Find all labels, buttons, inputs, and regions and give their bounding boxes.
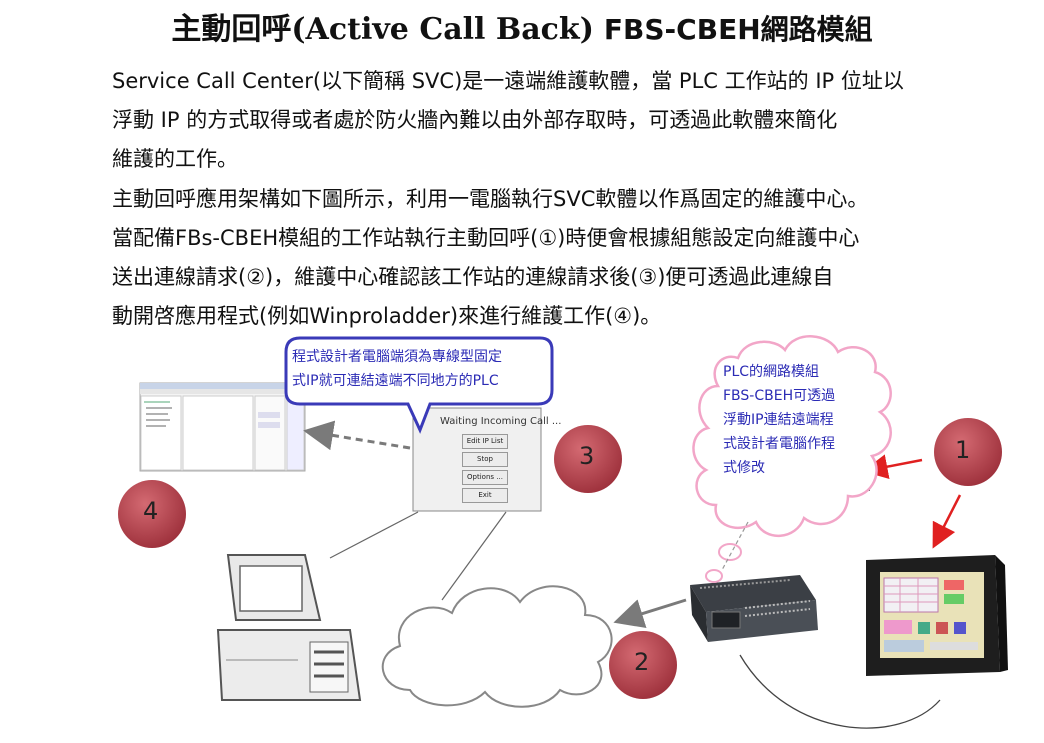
computer-icon [216,554,362,701]
text-line: 浮動 IP 的方式取得或者處於防火牆內難以由外部存取時，可透過此軟體來簡化 [112,108,838,132]
text-line: 主動回呼應用架構如下圖所示，利用一電腦執行SVC軟體以作爲固定的維護中心。 [112,187,869,211]
options-button[interactable]: Options ... [462,470,508,485]
step-label-1: 1 [955,436,971,464]
winproladder-screenshot [139,382,306,472]
architecture-paragraph: 主動回呼應用架構如下圖所示，利用一電腦執行SVC軟體以作爲固定的維護中心。 當配… [112,180,1022,336]
dialog-title: Waiting Incoming Call ... [440,416,562,427]
page-title: 主動回呼(Active Call Back) FBS-CBEH網路模組 [0,4,1044,48]
connector-line [441,511,507,601]
text-line: 式修改 [723,460,765,476]
text-line: PLC的網路模組 [723,364,820,380]
text-line: 式IP就可連結遠端不同地方的PLC [292,373,499,389]
plc-bubble-text: PLC的網路模組 FBS-CBEH可透過 浮動IP連結遠端程 式設計者電腦作程 … [723,360,863,480]
hmi-panel-icon [866,555,1008,676]
exit-button[interactable]: Exit [462,488,508,503]
step-circle-4 [118,480,186,548]
text-line: 當配備FBs-CBEH模組的工作站執行主動回呼(①)時便會根據組態設定向維護中心 [112,226,860,250]
stop-button[interactable]: Stop [462,452,508,467]
step-label-4: 4 [143,497,159,525]
step-label-3: 3 [579,442,595,470]
programmer-bubble-text: 程式設計者電腦端須為專線型固定 式IP就可連結遠端不同地方的PLC [292,345,542,393]
blue-speech-bubble [284,336,554,434]
plc-icon [690,575,818,642]
step-circle-1 [934,418,1002,486]
connector-curve [739,654,941,729]
arrow-plc-to-cloud [613,598,687,629]
title-part1: 主動回呼(Active Call Back) [171,12,594,47]
pink-thought-bubble [692,335,892,583]
step-circle-3 [554,425,622,493]
text-line: 程式設計者電腦端須為專線型固定 [292,349,502,365]
connector-line [329,511,419,559]
text-line: 維護的工作。 [112,147,238,171]
step-label-2: 2 [634,648,650,676]
text-line: 式設計者電腦作程 [723,436,835,452]
dashed-arrow-to-app [303,420,411,451]
title-part2: FBS-CBEH網路模組 [603,13,873,46]
text-line: 送出連線請求(②)，維護中心確認該工作站的連線請求後(③)便可透過此連線自 [112,265,834,289]
edit-ip-list-button[interactable]: Edit IP List [462,434,508,449]
red-arrow-to-hmi [932,494,962,549]
text-line: FBS-CBEH可透過 [723,388,836,404]
text-line: 浮動IP連結遠端程 [723,412,834,428]
text-line: 動開啓應用程式(例如Winproladder)來進行維護工作(④)。 [112,304,662,328]
step-circle-2 [609,631,677,699]
text-line: Service Call Center(以下簡稱 SVC)是一遠端維護軟體，當 … [112,69,904,93]
red-arrow-to-switch [862,454,923,479]
cloud-icon [381,585,613,708]
intro-paragraph: Service Call Center(以下簡稱 SVC)是一遠端維護軟體，當 … [112,62,1022,179]
